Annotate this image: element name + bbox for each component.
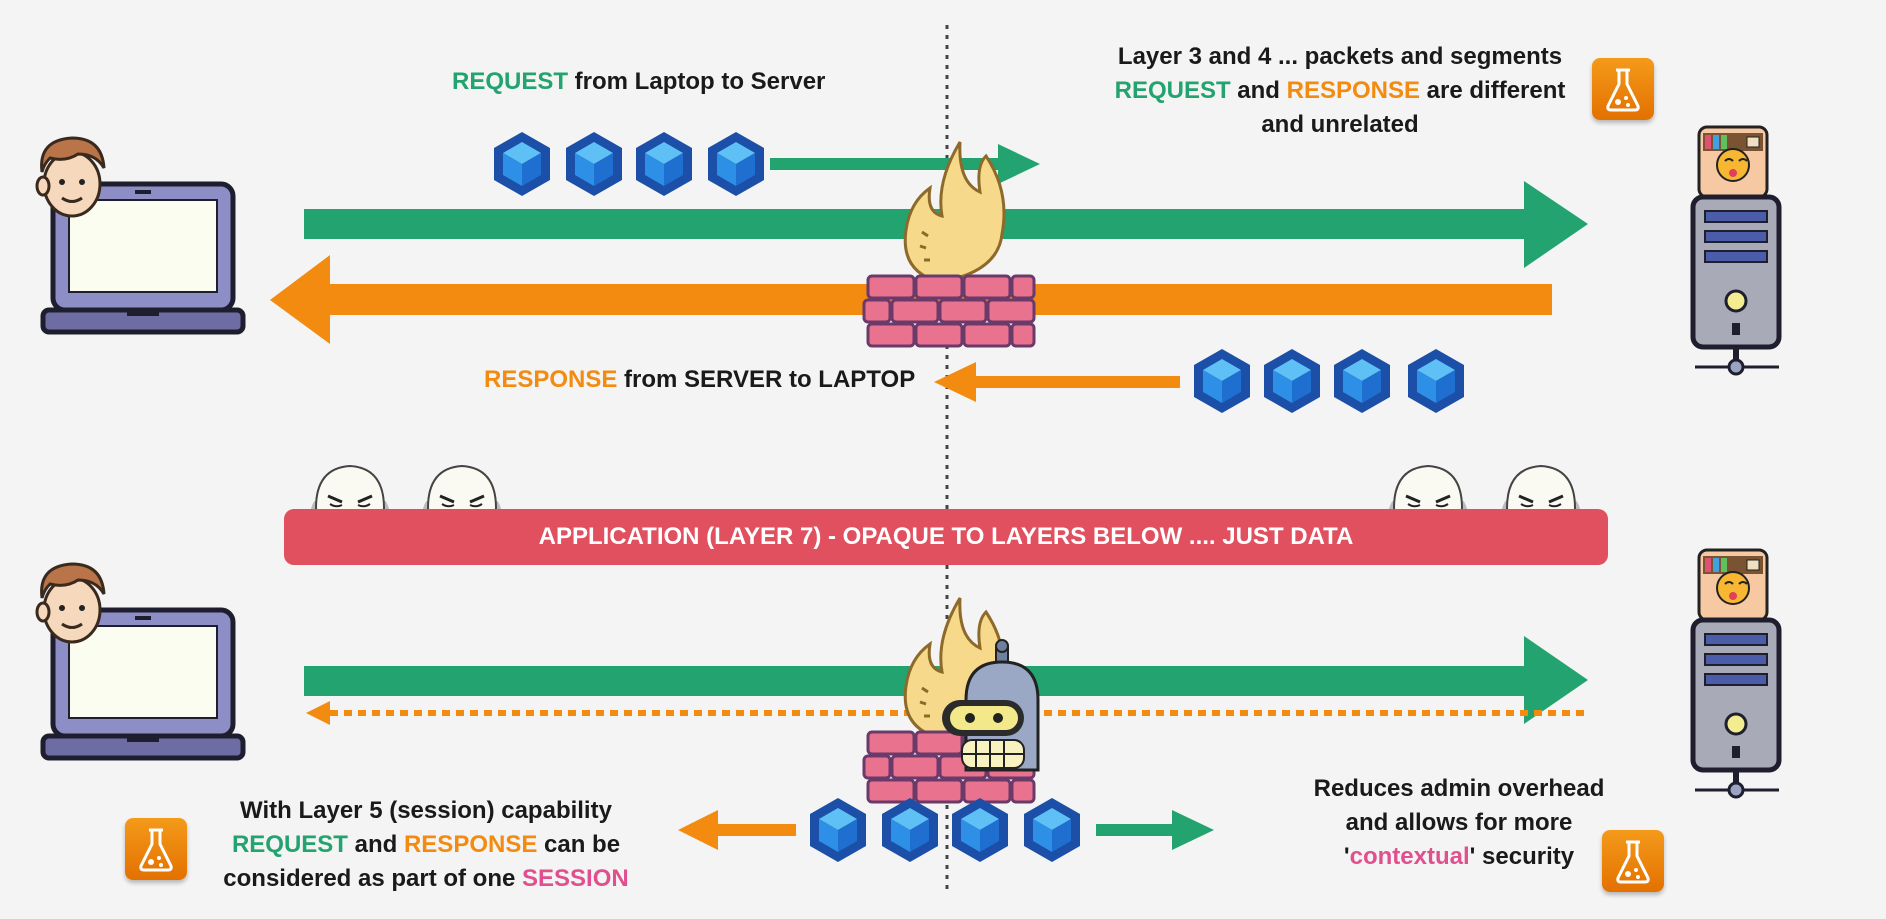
session-request: REQUEST (231, 831, 348, 858)
layer34-tail: are different (1420, 77, 1566, 104)
lab-flask-icon-top (1592, 58, 1654, 120)
server-icon (1693, 127, 1779, 374)
cube-icon (1024, 798, 1080, 862)
response-label-top: RESPONSE from SERVER to LAPTOP (484, 366, 915, 394)
cube-icon (708, 132, 764, 196)
session-line2: REQUEST and RESPONSE can be (196, 828, 656, 862)
response-rest: from SERVER to LAPTOP (617, 366, 916, 393)
layer34-line1: Layer 3 and 4 ... packets and segments (1117, 43, 1563, 70)
session-word: SESSION (522, 865, 629, 892)
response-packets-top (1194, 349, 1464, 413)
request-rest: from Laptop to Server (568, 68, 826, 95)
cube-icon (882, 798, 938, 862)
session-right-arrow (1096, 810, 1214, 850)
session-line1: With Layer 5 (session) capability (240, 797, 612, 824)
lab-flask-icon-bottom-right (1602, 830, 1664, 892)
laptop-icon-bottom (35, 562, 243, 758)
server-icon-top (1693, 127, 1779, 374)
response-word: RESPONSE (484, 366, 618, 393)
session-line3: considered as part of one SESSION (196, 862, 656, 896)
request-small-arrow (770, 144, 1040, 184)
layer34-and: and (1230, 77, 1287, 104)
server-icon (1693, 550, 1779, 797)
laptop-icon-top (35, 136, 243, 332)
layer34-response: RESPONSE (1286, 77, 1421, 104)
session-response: RESPONSE (403, 831, 538, 858)
admin-line1: Reduces admin overhead (1313, 775, 1605, 802)
cube-icon (952, 798, 1008, 862)
admin-line3: 'contextual' security (1262, 840, 1656, 874)
admin-note: Reduces admin overhead and allows for mo… (1262, 772, 1656, 874)
server-icon-bottom (1693, 550, 1779, 797)
session-packets (810, 798, 1080, 862)
robot-icon (942, 639, 1040, 772)
response-dotted-arrow-bottom (306, 701, 1584, 725)
bricks-icon (862, 274, 1036, 348)
cube-icon (1264, 349, 1320, 413)
request-packets-top (494, 132, 764, 196)
admin-quote-open: ' (1343, 843, 1350, 870)
admin-line2: and allows for more (1345, 809, 1573, 836)
admin-line3-rest: ' security (1469, 843, 1575, 870)
session-left-arrow (678, 810, 796, 850)
session-note: With Layer 5 (session) capability REQUES… (196, 794, 656, 896)
layer34-request: REQUEST (1114, 77, 1231, 104)
application-bar: APPLICATION (LAYER 7) - OPAQUE TO LAYERS… (284, 509, 1608, 565)
lab-flask-icon-bottom-left (125, 818, 187, 880)
cube-icon (810, 798, 866, 862)
request-label-top: REQUEST from Laptop to Server (452, 68, 825, 96)
session-line3-pre: considered as part of one (223, 865, 523, 892)
layer34-line3: and unrelated (1261, 111, 1419, 138)
response-small-arrow (934, 362, 1180, 402)
session-tail: can be (537, 831, 621, 858)
layer34-line2: REQUEST and RESPONSE are different (1060, 74, 1620, 108)
person-icon (35, 136, 106, 218)
cube-icon (494, 132, 550, 196)
admin-contextual: contextual (1349, 843, 1470, 870)
cube-icon (1194, 349, 1250, 413)
cube-icon (566, 132, 622, 196)
person-icon (35, 562, 106, 644)
session-and: and (347, 831, 404, 858)
layer34-note: Layer 3 and 4 ... packets and segments R… (1060, 40, 1620, 142)
cube-icon (636, 132, 692, 196)
cube-icon (1408, 349, 1464, 413)
cube-icon (1334, 349, 1390, 413)
request-word: REQUEST (452, 68, 569, 95)
